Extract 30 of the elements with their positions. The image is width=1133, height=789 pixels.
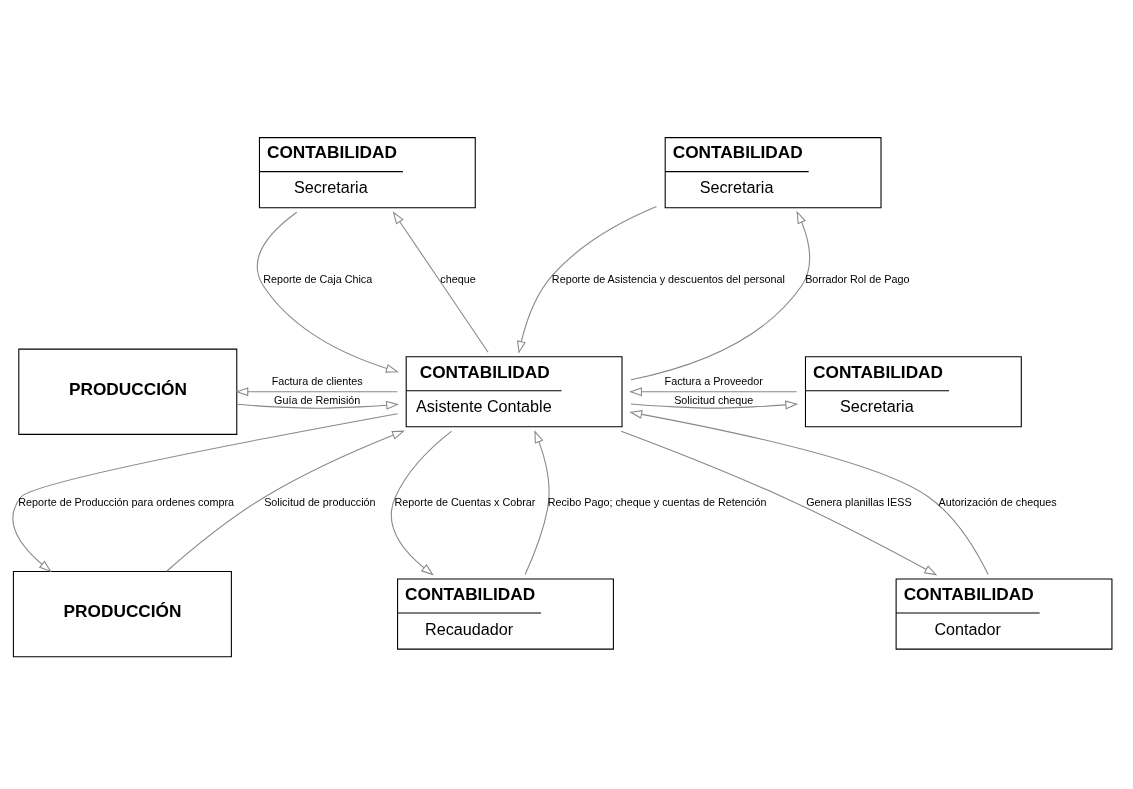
arrow [630, 399, 799, 409]
arrow [524, 429, 550, 575]
edge-label: cheque [440, 272, 476, 285]
node-box: PRODUCCIÓN [18, 348, 238, 435]
edge-label: Reporte de Cuentas x Cobrar [394, 495, 536, 508]
arrow [256, 211, 399, 373]
arrow [12, 412, 399, 572]
edge-label: Guía de Remisión [274, 393, 361, 406]
arrow [236, 400, 400, 410]
arrow [629, 386, 798, 396]
edge-label: Reporte de Asistencia y descuentos del personal [551, 272, 785, 285]
edge-label: Reporte de Caja Chica [263, 272, 373, 285]
arrow [629, 409, 989, 575]
arrow [392, 210, 489, 353]
edge-label: Borrador Rol de Pago [805, 272, 910, 285]
edge-label: Factura a Proveedor [664, 374, 763, 387]
edge-label: Solicitud de producción [264, 495, 376, 508]
edge-label: Reporte de Producción para ordenes compra [18, 495, 235, 508]
node-box: PRODUCCIÓN [12, 570, 232, 657]
arrow [630, 210, 811, 380]
edge-label: Recibo Pago; cheque y cuentas de Retención [547, 495, 767, 508]
edge-label: Autorización de cheques [938, 495, 1057, 508]
edge-label: Genera planillas IESS [806, 495, 912, 508]
arrow [166, 430, 405, 572]
edge-label: Factura de clientes [271, 374, 363, 387]
arrow [390, 430, 453, 575]
arrow [235, 386, 398, 396]
edge-label: Solicitud cheque [674, 393, 754, 406]
arrow [517, 205, 658, 354]
arrow [620, 430, 938, 575]
